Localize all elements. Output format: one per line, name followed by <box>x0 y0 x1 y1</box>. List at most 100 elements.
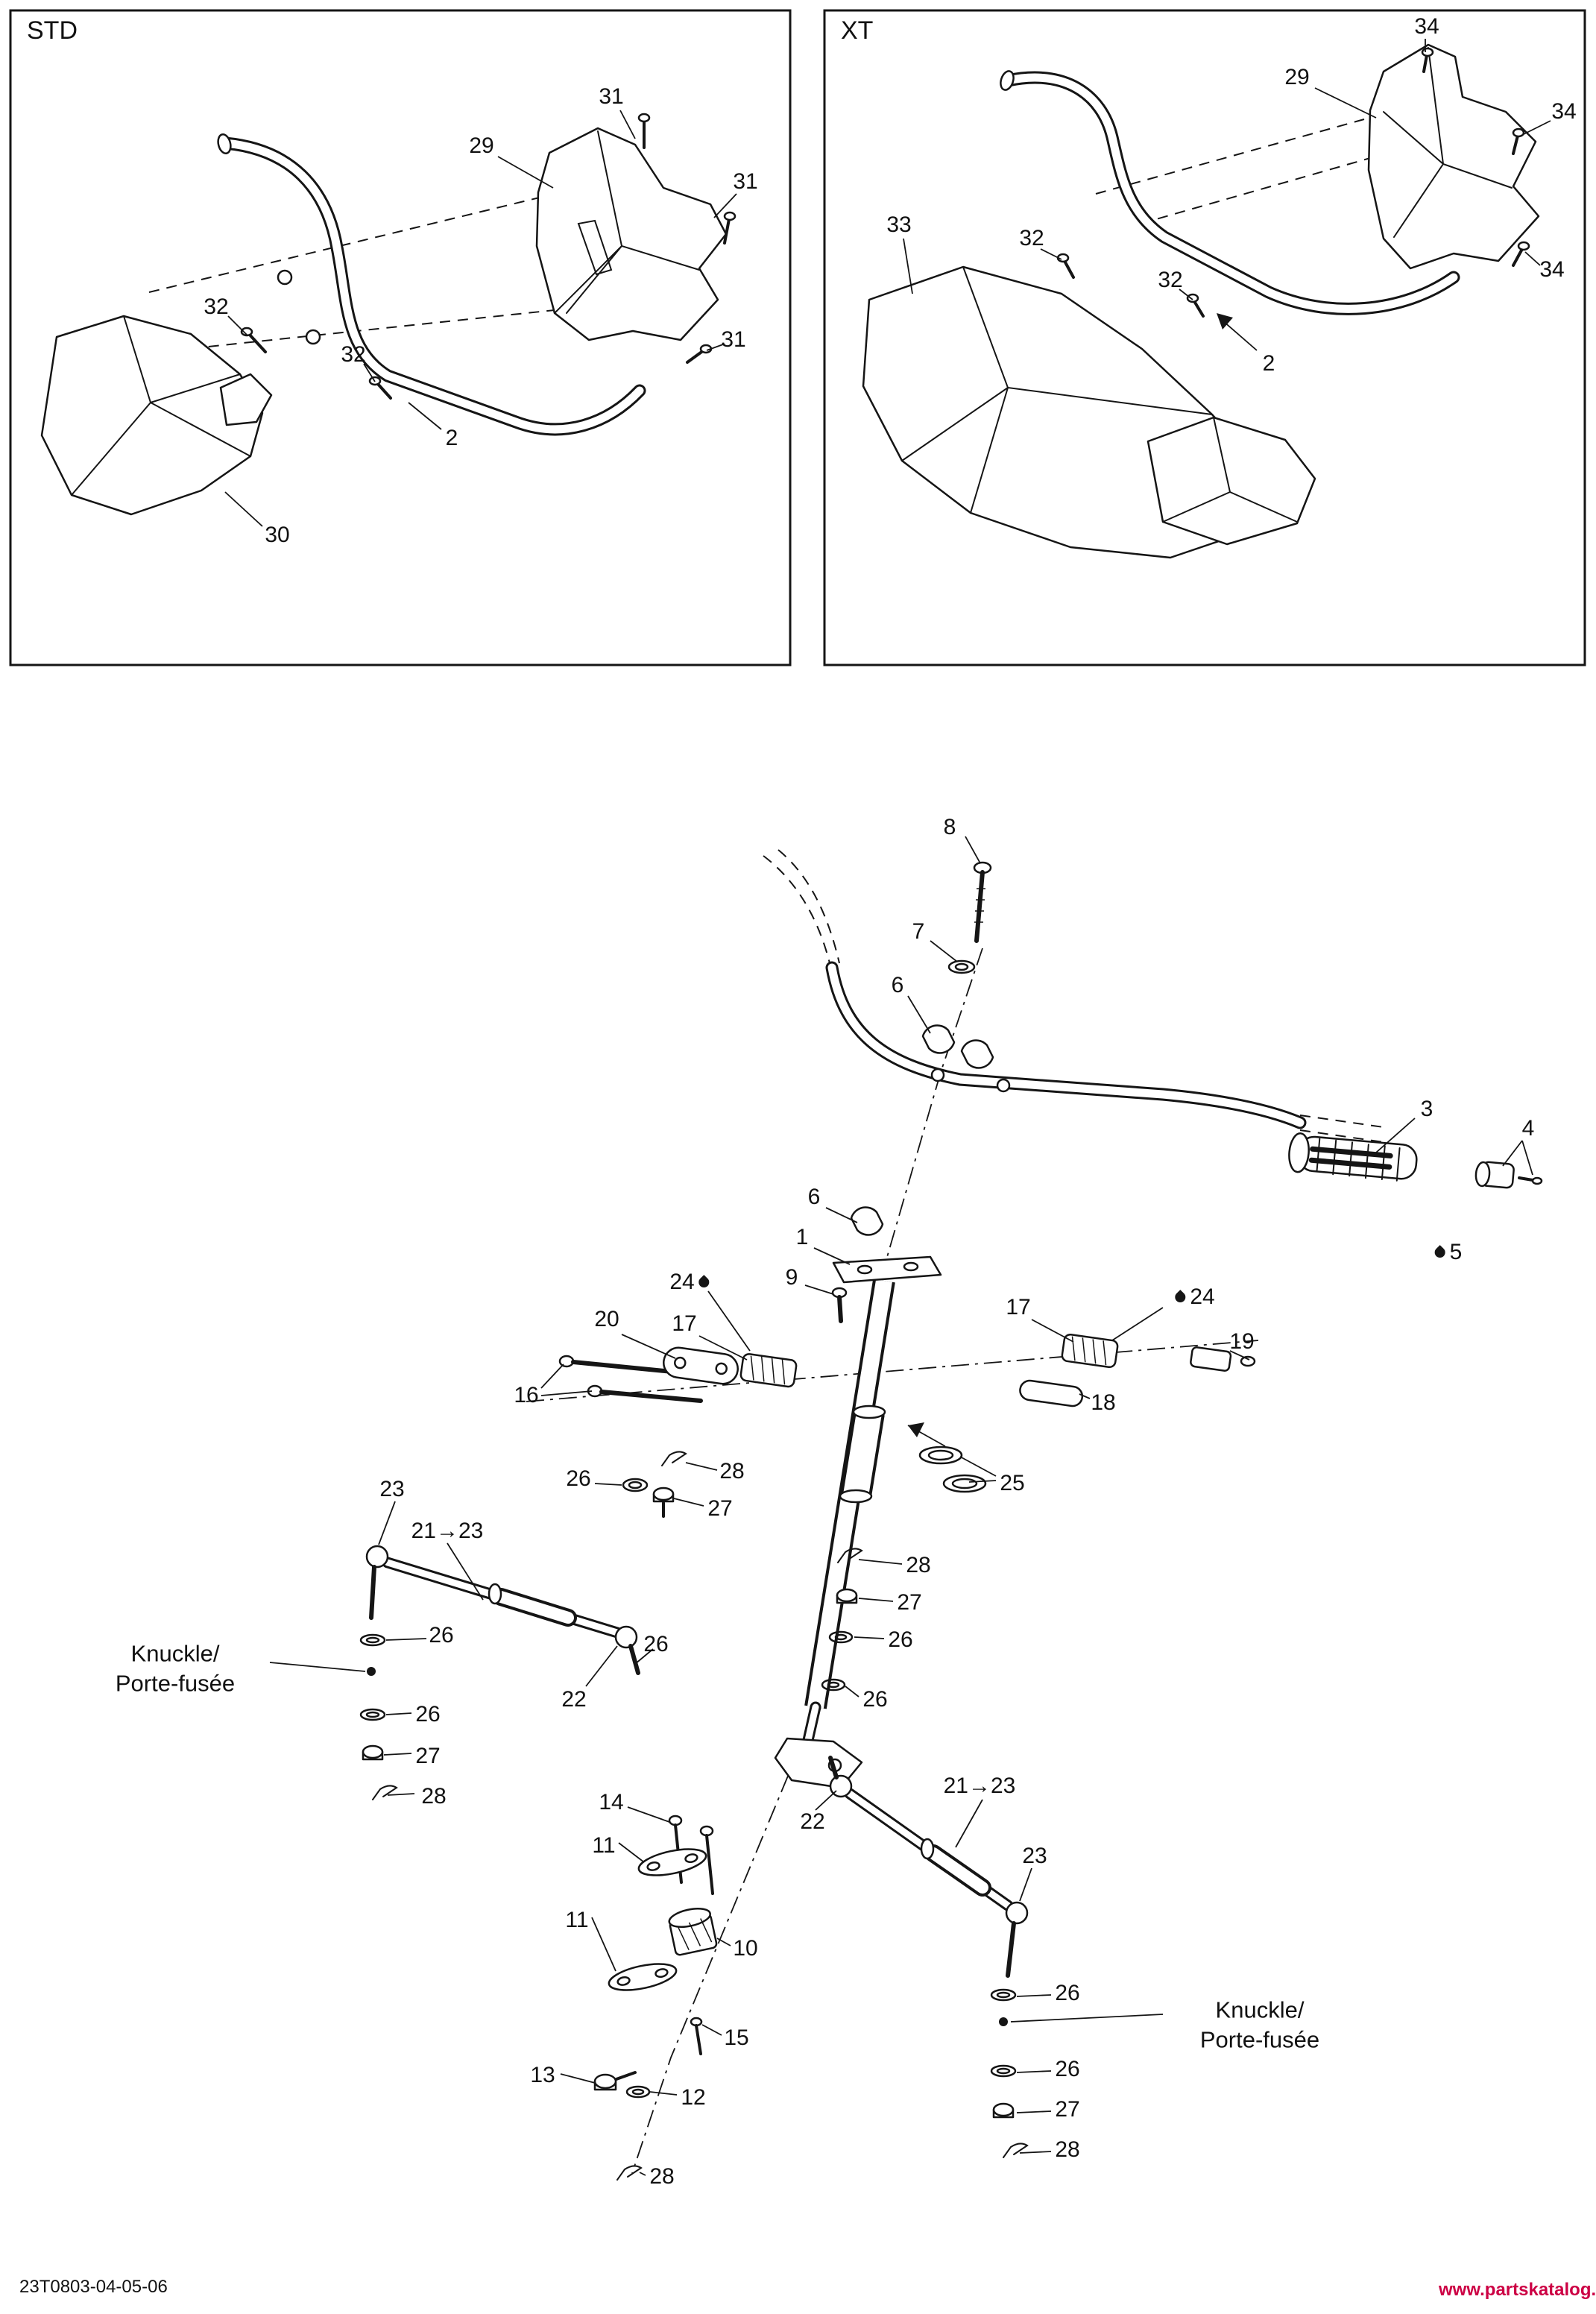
callout-label: 22 <box>800 1809 825 1834</box>
xt-panel-title: XT <box>841 16 874 45</box>
std-lower-cover <box>40 315 273 516</box>
callout-label: 26 <box>566 1466 591 1491</box>
doc-code: 23T0803-04-05-06 <box>19 2277 168 2297</box>
callout-label: 19 <box>1229 1329 1255 1354</box>
hardware-cluster-right <box>821 1548 863 1692</box>
steering-linkage <box>558 1333 1256 1407</box>
xt-screws <box>1056 47 1530 318</box>
callout-label: 28 <box>421 1784 447 1809</box>
callout-label: 21→23 <box>411 1519 484 1543</box>
callout-label: 27 <box>1055 2097 1080 2122</box>
left-knuckle-hardware <box>359 1633 398 1800</box>
callout-label: 5 <box>1431 1241 1462 1264</box>
callout-label: 16 <box>514 1383 539 1407</box>
knuckle-label: Porte-fusée <box>115 1670 236 1697</box>
callout-label: 3 <box>1420 1097 1433 1121</box>
callout-label: 7 <box>912 919 925 944</box>
callout-label: 18 <box>1091 1390 1116 1415</box>
arrow-2-icon <box>1217 313 1233 330</box>
callout-label: 32 <box>204 294 229 319</box>
callout-label: 8 <box>943 815 956 839</box>
std-panel-frame <box>9 9 792 666</box>
right-grip <box>1288 1132 1418 1182</box>
callout-label: 31 <box>721 327 746 352</box>
callout-label: 26 <box>888 1627 913 1652</box>
hardware-cluster-left <box>622 1451 687 1518</box>
column-washers <box>907 1422 987 1493</box>
callout-label: 11 <box>592 1833 616 1858</box>
callout-label: 26 <box>415 1702 441 1727</box>
callout-label: 21→23 <box>943 1774 1016 1798</box>
knuckle-label: Knuckle/ <box>130 1640 220 1667</box>
callout-label: 34 <box>1551 99 1577 124</box>
callout-label: 11 <box>565 1908 589 1932</box>
callout-label: 28 <box>649 2164 675 2189</box>
callout-label: 4 <box>1521 1116 1535 1141</box>
callout-label: 26 <box>643 1632 669 1656</box>
callout-label: 30 <box>265 523 290 547</box>
lower-column-mount <box>593 1815 718 2181</box>
callout-label: 6 <box>807 1185 821 1209</box>
xt-lower-cover <box>862 265 1316 559</box>
callout-label: 26 <box>1055 2057 1080 2081</box>
callout-label: 24 <box>1170 1286 1215 1308</box>
callout-label: 26 <box>862 1687 888 1712</box>
steering-column <box>774 1255 942 1789</box>
callout-label: 26 <box>429 1623 454 1648</box>
callout-label: 20 <box>594 1307 619 1331</box>
callout-label: 34 <box>1539 257 1565 282</box>
callout-label: 1 <box>795 1225 809 1249</box>
callout-label: 24 <box>669 1271 713 1293</box>
column-arrow-icon <box>908 1422 924 1437</box>
callout-label: 22 <box>561 1687 587 1712</box>
callout-label: 14 <box>599 1790 624 1815</box>
callout-label: 10 <box>733 1936 758 1961</box>
callout-label: 31 <box>733 169 758 194</box>
right-knuckle-hardware <box>990 1988 1029 2158</box>
left-tie-rod <box>365 1545 640 1675</box>
callout-label: 34 <box>1414 14 1439 39</box>
callout-label: 27 <box>707 1496 733 1521</box>
callout-label: 27 <box>897 1590 922 1615</box>
std-handlebar-cover <box>535 127 728 341</box>
callout-label: 17 <box>1006 1295 1031 1320</box>
xt-handlebar-assembly <box>862 39 1551 559</box>
std-bar-end <box>217 133 232 155</box>
callout-label: 28 <box>1055 2137 1080 2162</box>
callout-label: 32 <box>341 342 366 367</box>
std-handlebar-assembly <box>40 110 737 527</box>
right-tie-rod <box>828 1756 1029 1978</box>
callout-label: 31 <box>599 84 624 109</box>
callout-label: 17 <box>672 1311 697 1336</box>
callout-label: 28 <box>906 1553 931 1577</box>
callout-label: 23 <box>379 1477 405 1501</box>
callout-label: 25 <box>1000 1471 1025 1495</box>
callout-label: 29 <box>469 133 494 158</box>
std-panel-title: STD <box>27 16 78 45</box>
lubricant-droplet-icon <box>696 1275 712 1290</box>
handlebar-clamp-hardware <box>850 861 994 1236</box>
knuckle-label: Knuckle/ <box>1215 1996 1305 2023</box>
callout-label: 9 <box>785 1265 798 1290</box>
xt-handlebar-cover <box>1367 43 1540 270</box>
lubricant-droplet-icon <box>1173 1290 1188 1305</box>
callout-label: 2 <box>445 426 458 450</box>
callout-label: 23 <box>1022 1844 1047 1868</box>
main-steering-assembly <box>269 836 1543 2181</box>
callout-label: 32 <box>1158 268 1183 292</box>
callout-label: 29 <box>1284 65 1310 89</box>
callout-label: 15 <box>724 2025 749 2050</box>
leader-lines <box>269 836 1533 2176</box>
callout-label: 2 <box>1262 351 1275 376</box>
callout-label: 12 <box>681 2085 706 2110</box>
lubricant-droplet-icon <box>1432 1245 1448 1260</box>
callout-label: 26 <box>1055 1981 1080 2005</box>
callout-label: 6 <box>891 973 904 997</box>
callout-label: 33 <box>886 212 912 237</box>
callout-label: 32 <box>1019 226 1044 250</box>
callout-label: 13 <box>530 2063 555 2087</box>
main-handlebar <box>763 849 1384 1143</box>
callout-label: 27 <box>415 1744 441 1768</box>
